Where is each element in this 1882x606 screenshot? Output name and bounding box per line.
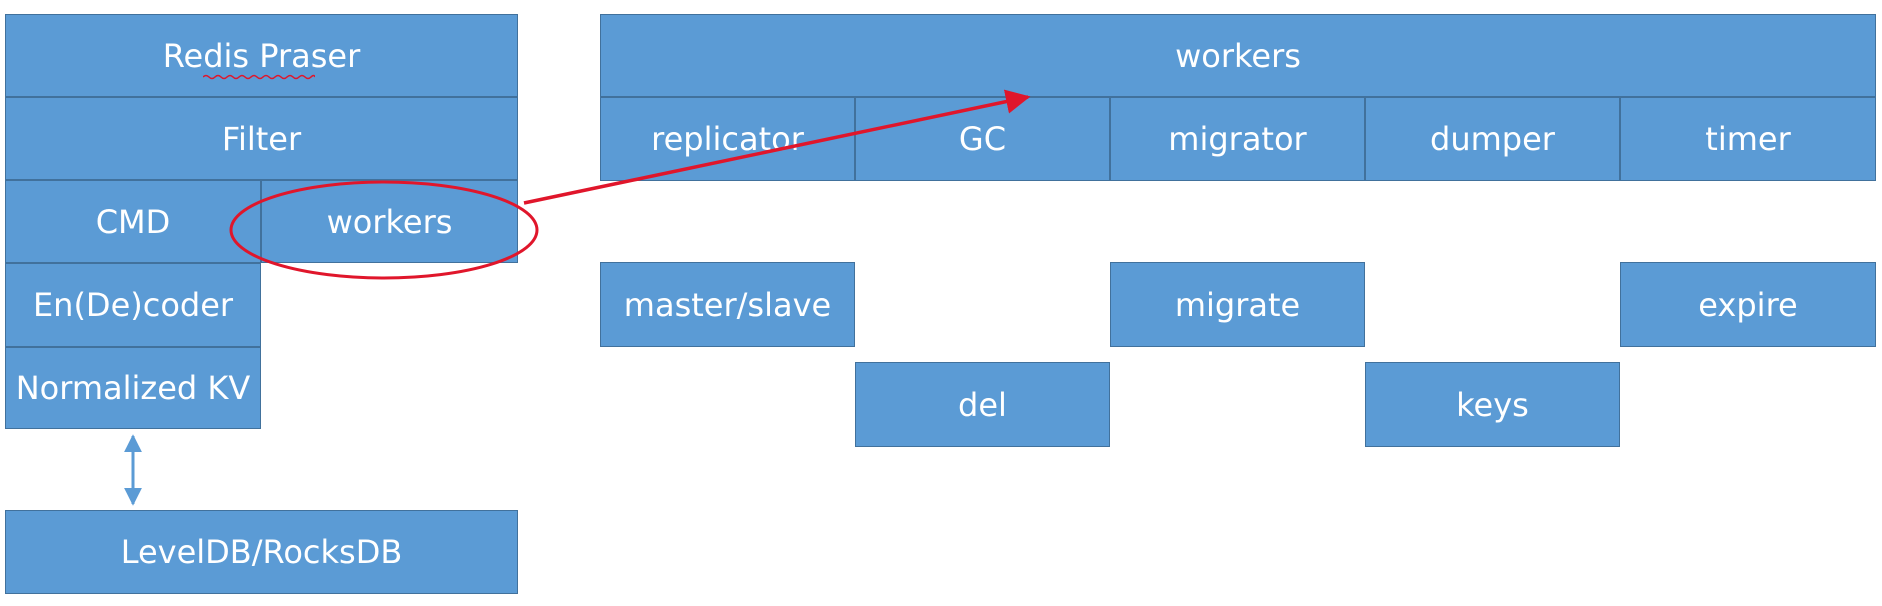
workers-block: workers [261, 180, 518, 263]
worker-replicator-block: replicator [600, 97, 855, 181]
task-keys-block: keys [1365, 362, 1620, 447]
task-del-block: del [855, 362, 1110, 447]
normalized-kv-block: Normalized KV [5, 347, 261, 429]
worker-dumper-label: dumper [1430, 120, 1555, 158]
cmd-block: CMD [5, 180, 261, 263]
task-del-label: del [958, 385, 1007, 424]
worker-migrator-block: migrator [1110, 97, 1365, 181]
task-master-slave-label: master/slave [623, 285, 832, 324]
redis-parser-block: Redis Praser [5, 14, 518, 97]
task-master-slave-block: master/slave [600, 262, 855, 347]
redis-parser-label: Redis Praser [162, 36, 361, 75]
worker-gc-block: GC [855, 97, 1110, 181]
filter-block: Filter [5, 97, 518, 180]
cmd-label: CMD [95, 202, 171, 241]
worker-timer-label: timer [1705, 120, 1791, 158]
task-keys-label: keys [1456, 385, 1529, 424]
worker-dumper-block: dumper [1365, 97, 1620, 181]
task-migrate-block: migrate [1110, 262, 1365, 347]
encoder-block: En(De)coder [5, 263, 261, 347]
worker-timer-block: timer [1620, 97, 1876, 181]
storage-block: LevelDB/RocksDB [5, 510, 518, 594]
worker-gc-label: GC [958, 120, 1007, 158]
task-expire-label: expire [1698, 285, 1798, 324]
task-expire-block: expire [1620, 262, 1876, 347]
filter-label: Filter [221, 119, 302, 158]
worker-migrator-label: migrator [1168, 120, 1307, 158]
task-migrate-label: migrate [1174, 285, 1301, 324]
workers-panel-title: workers [1175, 36, 1301, 75]
workers-panel-title-block: workers [600, 14, 1876, 97]
encoder-label: En(De)coder [32, 286, 234, 324]
storage-label: LevelDB/RocksDB [120, 533, 403, 571]
worker-replicator-label: replicator [651, 120, 804, 158]
normalized-kv-label: Normalized KV [15, 369, 251, 407]
workers-label: workers [326, 202, 453, 241]
